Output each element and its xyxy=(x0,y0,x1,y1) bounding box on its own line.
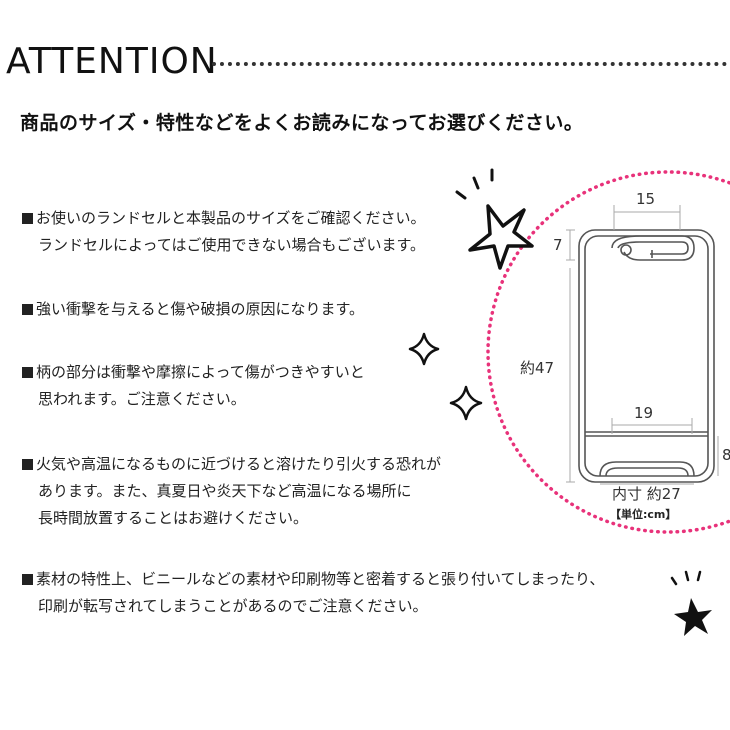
dim-height-label: 約47 xyxy=(520,359,554,377)
attention-heading: ATTENTION xyxy=(6,41,218,82)
bullet-square-icon xyxy=(22,304,33,315)
unit-label: 【単位:cm】 xyxy=(610,507,676,521)
dim-side-label: 8 xyxy=(722,446,730,464)
twinkle-star-icon xyxy=(408,332,440,366)
sparkle-lines-icon xyxy=(670,570,702,586)
doodle-star-small-icon xyxy=(674,598,712,636)
dim-top-label: 15 xyxy=(636,190,655,208)
bullet-square-icon xyxy=(22,213,33,224)
headline: 商品のサイズ・特性などをよくお読みになってお選びください。 xyxy=(20,112,584,134)
notice-item-2: 強い衝撃を与えると傷や破損の原因になります。 xyxy=(22,296,364,323)
dim-hook-label: 7 xyxy=(553,236,563,254)
bullet-square-icon xyxy=(22,574,33,585)
bullet-square-icon xyxy=(22,459,33,470)
dim-inner-width-label: 内寸 約27 xyxy=(612,485,681,503)
dotted-circle-frame xyxy=(486,170,730,534)
notice-item-5: 素材の特性上、ビニールなどの素材や印刷物等と密着すると張り付いてしまったり、 印… xyxy=(22,566,604,620)
bullet-square-icon xyxy=(22,367,33,378)
notice-item-1: お使いのランドセルと本製品のサイズをご確認ください。 ランドセルによってはご使用… xyxy=(22,205,426,259)
dim-inner-bottom-label: 19 xyxy=(634,404,653,422)
dimension-lines xyxy=(566,205,719,485)
heading-dotted-rule xyxy=(212,62,727,66)
doodle-star-large-icon xyxy=(468,204,534,270)
sparkle-lines-icon xyxy=(455,168,494,200)
product-outline xyxy=(578,229,715,483)
notice-item-3: 柄の部分は衝撃や摩擦によって傷がつきやすいと 思われます。ご注意ください。 xyxy=(22,359,365,413)
notice-item-4: 火気や高温になるものに近づけると溶けたり引火する恐れが あります。また、真夏日や… xyxy=(22,451,441,532)
twinkle-star-icon xyxy=(449,385,483,421)
